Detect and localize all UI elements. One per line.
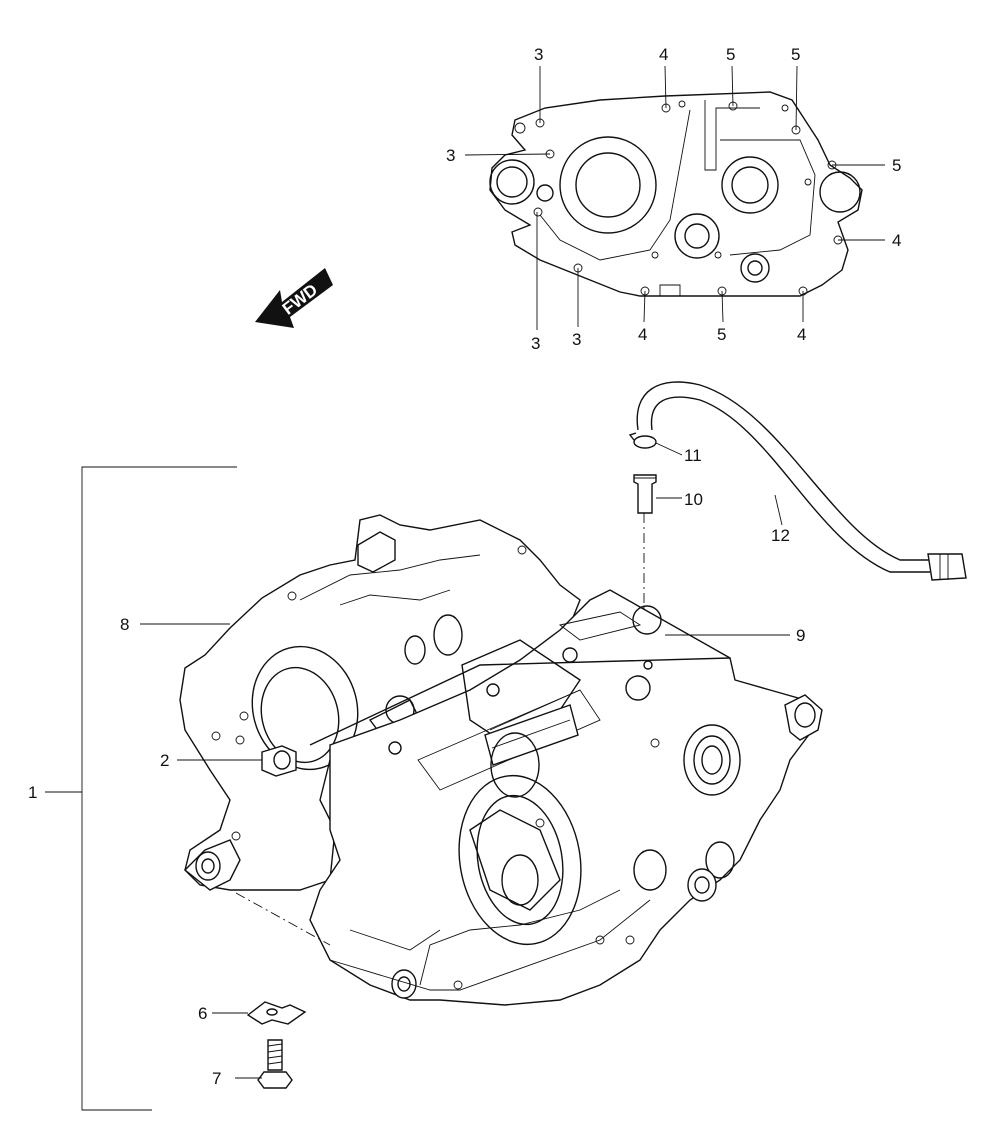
callout-10: 10 [684, 490, 703, 509]
callout-bottom-5: 5 [717, 325, 726, 344]
crankcase-assembly [179, 514, 823, 1006]
fwd-arrow: FWD [255, 268, 333, 328]
callout-bottom-4-left: 4 [638, 325, 647, 344]
callout-11: 11 [684, 446, 702, 465]
callout-side-4: 4 [892, 231, 901, 250]
hex-bolt [257, 1039, 293, 1089]
gasket-leader-lines [464, 65, 885, 330]
callout-8: 8 [120, 615, 129, 634]
callout-7: 7 [212, 1069, 221, 1088]
callout-bottom-3-right: 3 [572, 330, 581, 349]
callout-labels: 3 4 5 5 3 5 4 3 3 4 5 4 1 2 6 7 8 9 10 1… [28, 45, 901, 1088]
crankcase-gasket-view [489, 91, 863, 297]
callout-side-3: 3 [446, 146, 455, 165]
callout-top-5-left: 5 [726, 45, 735, 64]
callout-side-5: 5 [892, 156, 901, 175]
callout-9: 9 [796, 626, 805, 645]
callout-top-4: 4 [659, 45, 668, 64]
callout-6: 6 [198, 1004, 207, 1023]
callout-bottom-3-left: 3 [531, 334, 540, 353]
callout-1: 1 [28, 783, 37, 802]
alignment-lines [235, 513, 645, 946]
retainer-plate [246, 1001, 307, 1025]
callout-top-5-right: 5 [791, 45, 800, 64]
breather-hose [636, 381, 967, 581]
hose-clamp [628, 432, 657, 449]
main-leader-lines [45, 442, 790, 1111]
callout-bottom-4-right: 4 [797, 325, 806, 344]
callout-2: 2 [160, 751, 169, 770]
breather-fitting [633, 474, 657, 514]
callout-top-3: 3 [534, 45, 543, 64]
callout-12: 12 [771, 526, 790, 545]
